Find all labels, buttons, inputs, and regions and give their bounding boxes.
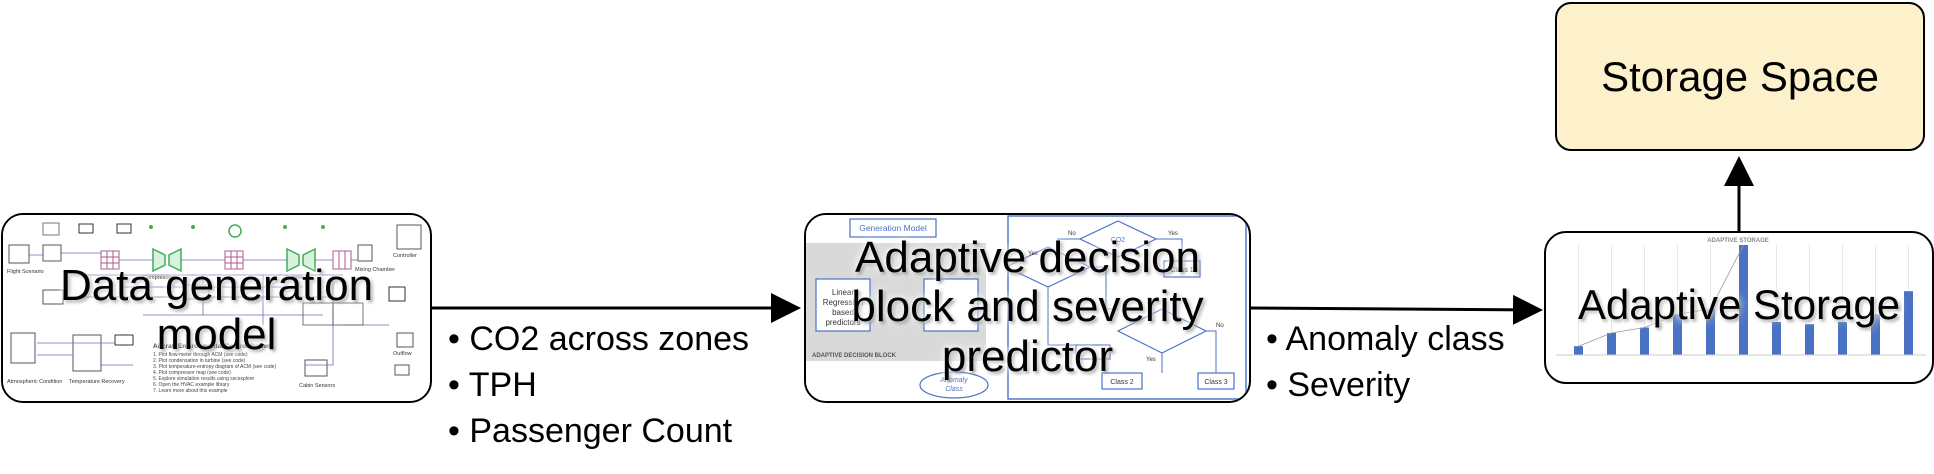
storage-trend-line (1611, 327, 1645, 334)
data-generation-block: Aircraft Environmental Control System 1.… (1, 213, 432, 403)
thumbnail-section: ADAPTIVE DECISION BLOCK (812, 353, 897, 359)
adaptive-storage-block: ADAPTIVE STORAGE Adaptive Storage (1544, 231, 1934, 384)
storage-trend-line (1578, 332, 1612, 347)
thumbnail-label-temp: Temperature Recovery (69, 379, 125, 385)
storage-bar (1706, 308, 1715, 355)
thumbnail-class2: Class 2 (1110, 379, 1133, 386)
simulink-model-thumbnail: Aircraft Environmental Control System 1.… (3, 215, 429, 401)
thumbnail-no-2: No (1216, 323, 1224, 329)
input-features-list: CO2 across zones TPH Passenger Count (448, 316, 749, 454)
thumbnail-class1: Class 1 (1170, 267, 1193, 274)
storage-bar (1838, 322, 1847, 355)
thumbnail-label-outflow: Outflow (393, 351, 412, 357)
storage-bar (1772, 322, 1781, 355)
feature-passenger-count: Passenger Count (448, 408, 749, 454)
storage-bar (1640, 327, 1649, 355)
output-severity: Severity (1266, 362, 1505, 408)
thumbnail-step-5: 5. Explore simulation results using ssce… (153, 376, 254, 382)
storage-bar (1805, 324, 1814, 355)
thumbnail-step-6: 6. Open the HVAC example library (153, 382, 230, 388)
storage-space-block: Storage Space (1555, 2, 1925, 151)
thumbnail-based: based (832, 308, 854, 317)
adaptive-decision-block: Generation Model Linear Regression based… (804, 213, 1251, 403)
thumbnail-label-turbine: Turbine (285, 275, 303, 281)
thumbnail-yes-1: Yes (1168, 231, 1178, 237)
outputs-list: Anomaly class Severity (1266, 316, 1505, 408)
storage-bar (1574, 346, 1583, 355)
thumbnail-caption: Aircraft Environmental Control System (153, 343, 273, 350)
thumbnail-anomaly-2: Class (945, 386, 963, 393)
feature-co2: CO2 across zones (448, 316, 749, 362)
storage-trend-line (1677, 308, 1711, 315)
edge-decision-to-storage (1249, 294, 1543, 325)
adaptive-storage-thumbnail: ADAPTIVE STORAGE (1556, 238, 1926, 356)
storage-bar (1871, 314, 1880, 355)
thumbnail-label-cabin: Cabin Sensors (299, 383, 335, 389)
thumbnail-step-7: 7. Learn more about this example (153, 388, 228, 394)
thumbnail-label-mixing: Mixing Chamber (355, 267, 395, 273)
storage-trend-line (1710, 244, 1744, 309)
decision-flow-thumbnail: Generation Model Linear Regression based… (806, 215, 1248, 401)
thumbnail-regression: Regression (823, 298, 863, 307)
thumbnail-label-compressor: Compressor (143, 275, 173, 281)
thumbnail-label-flight: Flight Scenario (7, 269, 44, 275)
thumbnail-anomaly-1: Anomaly (939, 377, 968, 384)
thumbnail-generation-model: Generation Model (859, 223, 927, 233)
storage-trend-line (1644, 313, 1678, 328)
thumbnail-label-atmos: Atmospheric Condition (7, 379, 62, 385)
thumbnail-predictors: predictors (825, 318, 860, 327)
feature-tph: TPH (448, 362, 749, 408)
thumbnail-no-1: No (1068, 231, 1076, 237)
thumbnail-yes-3: Yes (1146, 357, 1156, 363)
storage-bar (1607, 333, 1616, 355)
thumbnail-step-4: 4. Plot compressor map (see code) (153, 370, 231, 376)
storage-bar (1739, 245, 1748, 355)
thumbnail-class3: Class 3 (1204, 379, 1227, 386)
output-anomaly-class: Anomaly class (1266, 316, 1504, 362)
thumbnail-label-controller: Controller (393, 253, 417, 259)
thumbnail-linear: Linear (832, 288, 855, 297)
storage-bar (1673, 314, 1682, 355)
storage-bar (1904, 291, 1913, 355)
thumbnail-step-1: 1. Plot flow-meter through ACM (see code… (153, 352, 248, 358)
storage-space-title: Storage Space (1601, 52, 1879, 100)
storage-thumbnail-caption: ADAPTIVE STORAGE (1707, 238, 1769, 244)
thumbnail-co2: CO2 (1111, 237, 1126, 244)
thumbnail-step-2: 2. Plot condensation in turbine (see cod… (153, 358, 246, 364)
thumbnail-yes-2: Yes (1028, 251, 1038, 257)
thumbnail-step-3: 3. Plot temperature-entropy diagram of A… (153, 364, 276, 370)
storage-bars (1574, 244, 1913, 355)
